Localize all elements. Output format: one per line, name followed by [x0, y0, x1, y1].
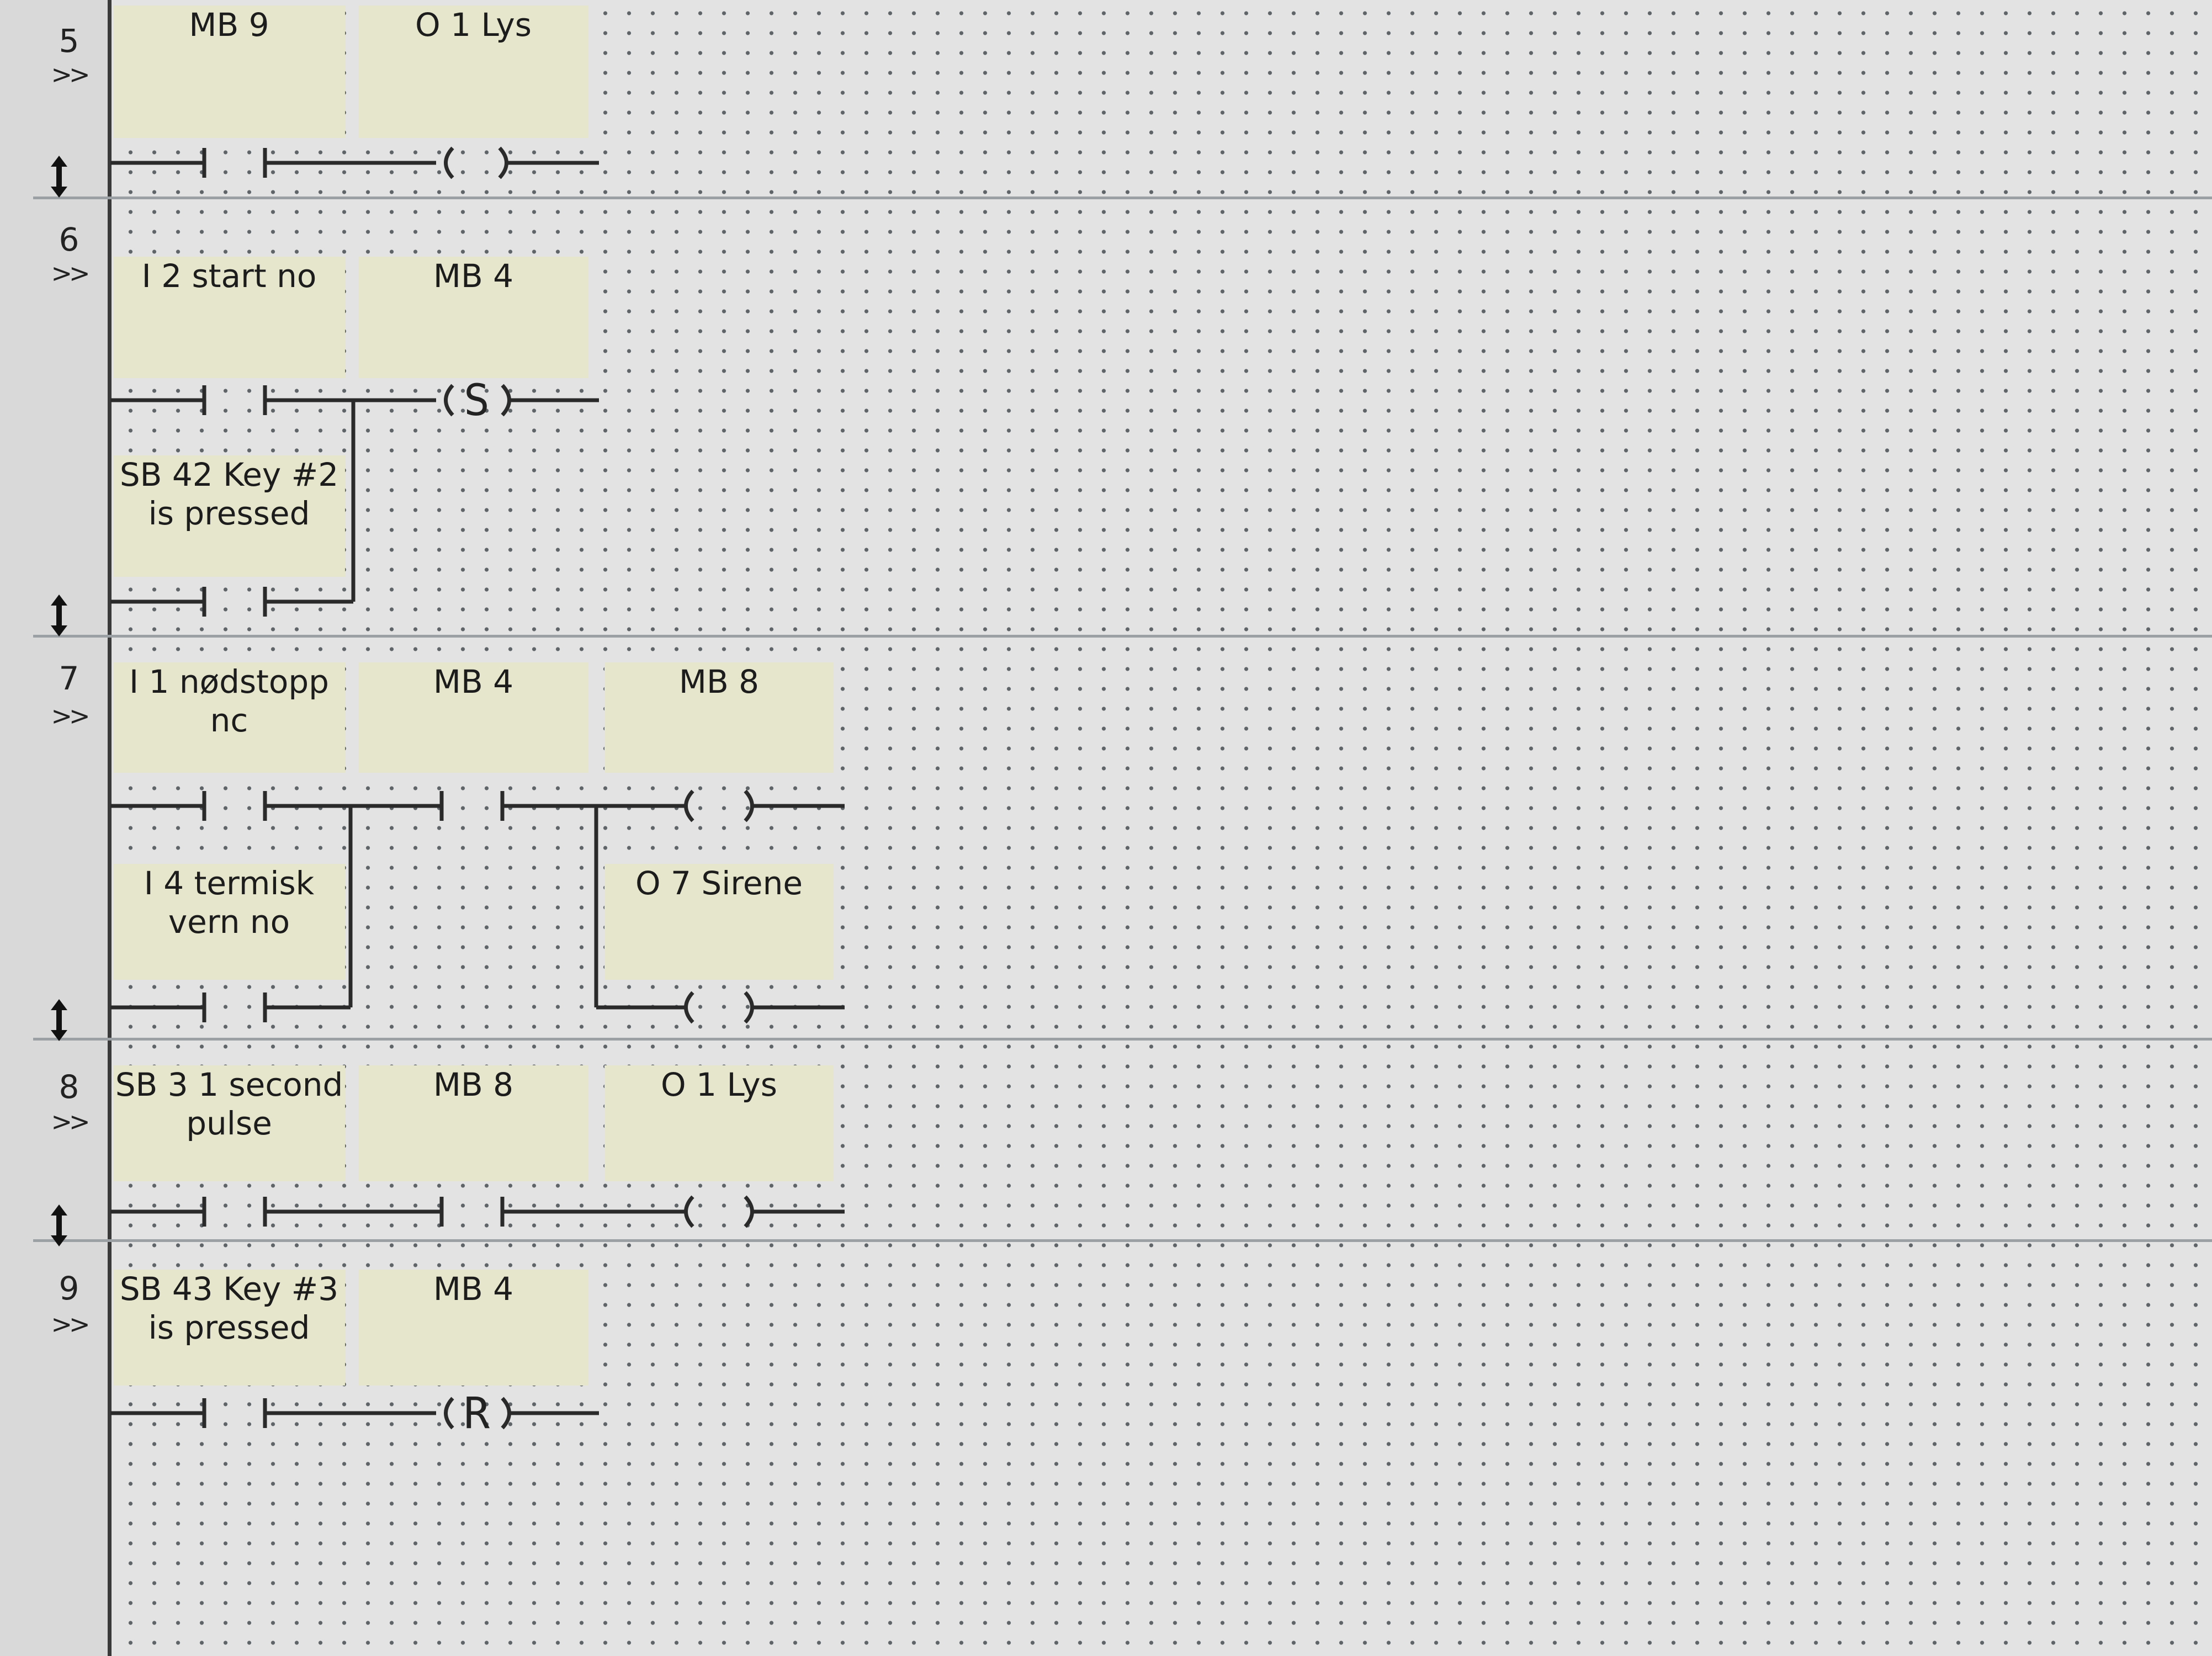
coil-label[interactable]: MB 4: [359, 1270, 588, 1386]
coil-label[interactable]: O 1 Lys: [604, 1065, 834, 1181]
contact-label[interactable]: MB 4: [359, 662, 588, 773]
contact-label[interactable]: SB 43 Key #3 is pressed: [113, 1270, 345, 1386]
reset-coil-letter: R: [464, 1389, 490, 1439]
rung-number: 6: [59, 221, 79, 258]
rung-expand-button[interactable]: >>: [51, 1107, 90, 1137]
contact-label[interactable]: I 2 start no: [113, 257, 345, 378]
up-down-arrow-icon[interactable]: [45, 998, 73, 1042]
normally-open-contact-icon: [110, 148, 267, 178]
rung-separator: [33, 1038, 2212, 1041]
coil-label[interactable]: MB 4: [359, 257, 588, 378]
output-coil-icon: [684, 991, 754, 1024]
normally-open-contact-icon: [110, 1398, 267, 1428]
rung-number: 8: [59, 1068, 79, 1106]
coil-label-text: O 1 Lys: [415, 6, 532, 44]
coil-label[interactable]: MB 8: [604, 662, 834, 773]
normally-open-contact-icon: [110, 1197, 267, 1227]
contact-label-text: MB 8: [433, 1066, 514, 1103]
normally-open-contact-icon: [439, 791, 505, 821]
normally-open-contact-icon: [110, 587, 267, 617]
rung-expand-button[interactable]: >>: [51, 258, 90, 288]
up-down-arrow-icon[interactable]: [45, 1203, 73, 1248]
up-down-arrow-icon[interactable]: [45, 155, 73, 199]
coil-label-text: O 1 Lys: [661, 1066, 777, 1103]
normally-open-contact-icon: [110, 791, 267, 821]
parallel-contact-label[interactable]: SB 42 Key #2 is pressed: [113, 455, 345, 577]
coil-label-text: MB 4: [433, 1270, 514, 1308]
rung-number: 5: [59, 22, 79, 60]
coil-label-text: MB 8: [678, 663, 760, 700]
parallel-contact-label[interactable]: I 4 termisk vern no: [113, 864, 345, 980]
output-coil-icon: [444, 146, 508, 179]
contact-label-text: I 2 start no: [141, 257, 317, 295]
contact-label[interactable]: SB 3 1 second pulse: [113, 1065, 345, 1181]
rung-number: 7: [59, 660, 79, 697]
rung-number: 9: [59, 1270, 79, 1307]
output-coil-icon: [684, 1195, 754, 1228]
contact-label-text: SB 42 Key #2 is pressed: [119, 456, 339, 532]
contact-label[interactable]: MB 8: [359, 1065, 588, 1181]
rung-expand-button[interactable]: >>: [51, 1309, 90, 1339]
contact-label-text: MB 9: [189, 6, 269, 44]
rung-separator: [33, 1239, 2212, 1242]
coil-label[interactable]: O 1 Lys: [359, 6, 588, 138]
contact-label-text: MB 4: [433, 663, 514, 700]
rung-separator: [33, 635, 2212, 638]
contact-label[interactable]: MB 9: [113, 6, 345, 138]
contact-label-text: SB 43 Key #3 is pressed: [119, 1270, 339, 1346]
output-coil-icon: [444, 384, 511, 417]
rung-expand-button[interactable]: >>: [51, 60, 90, 89]
contact-label-text: I 4 termisk vern no: [144, 864, 315, 941]
coil-label-text: O 7 Sirene: [635, 864, 803, 902]
coil-label-text: MB 4: [433, 257, 514, 295]
normally-open-contact-icon: [110, 992, 267, 1022]
normally-open-contact-icon: [110, 385, 267, 415]
output-coil-icon: [684, 789, 754, 822]
coil-label[interactable]: O 7 Sirene: [604, 864, 834, 980]
contact-label-text: SB 3 1 second pulse: [115, 1066, 343, 1142]
rung-gutter: [0, 0, 112, 1656]
contact-label[interactable]: I 1 nødstopp nc: [113, 662, 345, 773]
contact-label-text: I 1 nødstopp nc: [129, 663, 330, 739]
rung-separator: [33, 197, 2212, 199]
set-coil-letter: S: [464, 376, 490, 426]
up-down-arrow-icon[interactable]: [45, 593, 73, 638]
rung-expand-button[interactable]: >>: [51, 701, 90, 731]
normally-open-contact-icon: [439, 1197, 505, 1227]
output-coil-icon: [444, 1397, 511, 1430]
